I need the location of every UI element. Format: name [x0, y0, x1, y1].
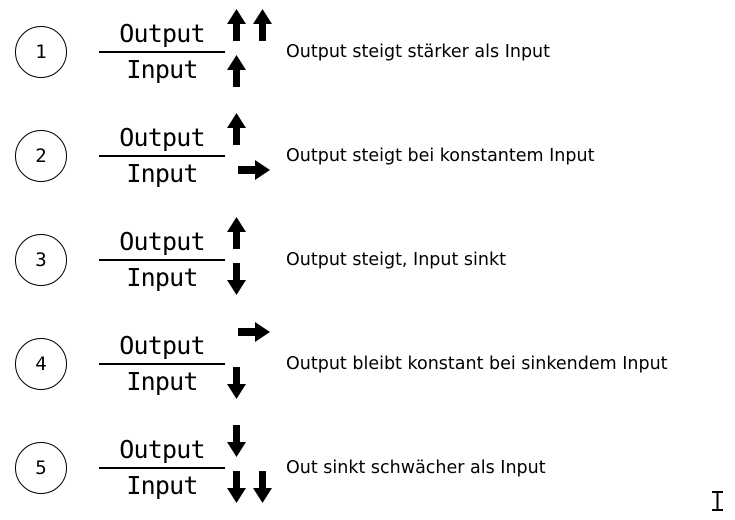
fraction-denominator: Input	[126, 55, 198, 84]
fraction-numerator: Output	[119, 19, 205, 48]
fraction-denominator: Input	[126, 263, 198, 292]
row-index-circle: 1	[15, 26, 67, 78]
arrow-cluster	[225, 212, 287, 308]
fraction-bar	[99, 51, 225, 53]
row-index-number: 4	[35, 352, 47, 375]
row-description: Out sinkt schwächer als Input	[286, 458, 546, 478]
fraction-denominator: Input	[126, 367, 198, 396]
ratio-fraction: Output Input	[99, 19, 225, 85]
numerator-arrows	[225, 214, 287, 260]
text-ibeam-cursor	[712, 491, 723, 511]
arrow-up-icon	[227, 217, 246, 249]
fraction-numerator: Output	[119, 331, 205, 360]
row-description: Output bleibt konstant bei sinkendem Inp…	[286, 354, 668, 374]
ratio-row: 3 Output Input Output steigt, Input sink…	[0, 208, 735, 312]
fraction-numerator: Output	[119, 435, 205, 464]
arrow-down-icon	[227, 263, 246, 295]
denominator-arrows	[225, 364, 287, 410]
arrow-down-icon	[227, 425, 246, 457]
numerator-arrows	[225, 422, 287, 468]
row-index-number: 3	[35, 248, 47, 271]
arrow-cluster	[225, 108, 287, 204]
row-description: Output steigt stärker als Input	[286, 42, 551, 62]
row-index-number: 5	[35, 456, 47, 479]
row-index-circle: 4	[15, 338, 67, 390]
arrow-down-icon	[227, 471, 246, 503]
arrow-right-icon	[238, 322, 270, 342]
row-index-circle: 3	[15, 234, 67, 286]
ratio-row: 2 Output Input Output steigt bei konstan…	[0, 104, 735, 208]
denominator-arrows	[225, 260, 287, 306]
fraction-bar	[99, 155, 225, 157]
fraction-denominator: Input	[126, 471, 198, 500]
denominator-arrows	[225, 468, 287, 514]
row-description: Output steigt bei konstantem Input	[286, 146, 595, 166]
numerator-arrows	[225, 110, 287, 156]
denominator-arrows	[225, 52, 287, 98]
arrow-up-icon	[227, 55, 246, 87]
denominator-arrows	[225, 156, 287, 202]
ratio-fraction: Output Input	[99, 331, 225, 397]
fraction-numerator: Output	[119, 227, 205, 256]
ratio-row: 4 Output Input Output bleibt konstant be…	[0, 312, 735, 416]
arrow-down-icon	[227, 367, 246, 399]
row-description: Output steigt, Input sinkt	[286, 250, 506, 270]
arrow-down-icon	[253, 471, 272, 503]
arrow-cluster	[225, 4, 287, 100]
ratio-fraction: Output Input	[99, 435, 225, 501]
arrow-right-icon	[238, 160, 270, 180]
row-index-number: 1	[35, 40, 47, 63]
numerator-arrows	[225, 318, 287, 364]
ratio-fraction: Output Input	[99, 227, 225, 293]
row-index-circle: 5	[15, 442, 67, 494]
fraction-denominator: Input	[126, 159, 198, 188]
numerator-arrows	[225, 6, 287, 52]
row-index-circle: 2	[15, 130, 67, 182]
ratio-fraction: Output Input	[99, 123, 225, 189]
arrow-cluster	[225, 420, 287, 516]
arrow-up-icon	[227, 113, 246, 145]
ratio-row: 5 Output Input Out sinkt schwächer als I…	[0, 416, 735, 520]
row-index-number: 2	[35, 144, 47, 167]
ratio-row: 1 Output Input Output steigt stärker als…	[0, 0, 735, 104]
arrow-up-icon	[253, 9, 272, 41]
fraction-bar	[99, 467, 225, 469]
arrow-up-icon	[227, 9, 246, 41]
fraction-bar	[99, 363, 225, 365]
fraction-numerator: Output	[119, 123, 205, 152]
fraction-bar	[99, 259, 225, 261]
arrow-cluster	[225, 316, 287, 412]
